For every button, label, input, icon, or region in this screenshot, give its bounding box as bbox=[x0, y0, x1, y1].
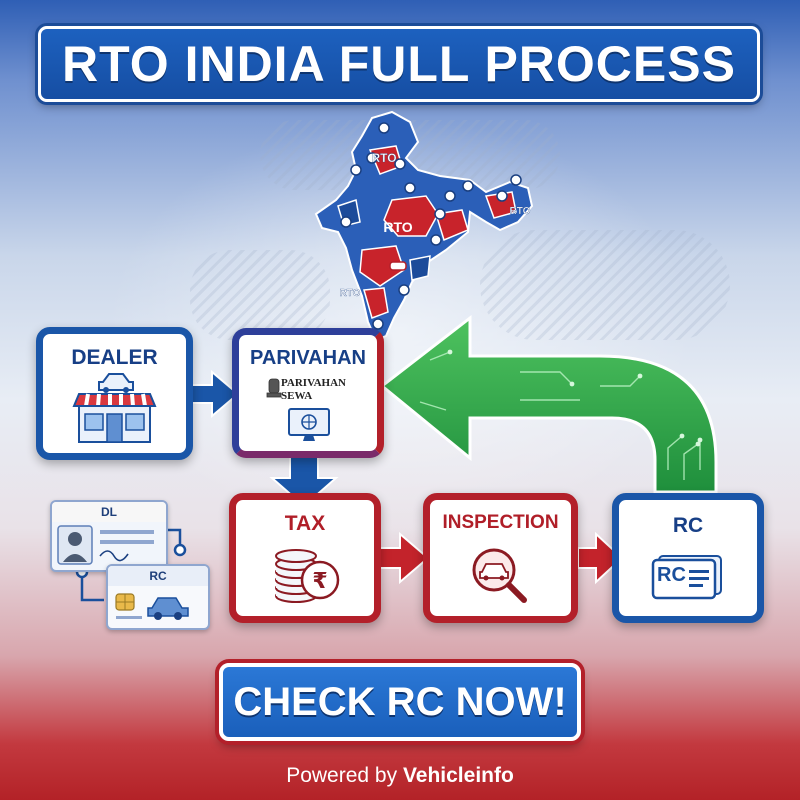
parivahan-sewa-logo: PARIVAHAN SEWA bbox=[281, 377, 346, 403]
tax-card: TAX ₹ bbox=[229, 493, 381, 623]
inspection-card: INSPECTION bbox=[423, 493, 578, 623]
rc-doc-label: RC bbox=[108, 566, 208, 586]
arrow-tax-to-inspection bbox=[379, 531, 430, 585]
rupee-icon: ₹ bbox=[300, 560, 340, 600]
dealer-label: DEALER bbox=[71, 346, 158, 369]
parivahan-card[interactable]: PARIVAHAN PARIVAHAN SEWA bbox=[232, 328, 384, 458]
map-stripes-left bbox=[190, 250, 330, 340]
footer-prefix: Powered by bbox=[286, 764, 398, 787]
monitor-icon bbox=[288, 408, 330, 441]
svg-text:₹: ₹ bbox=[312, 569, 327, 594]
rc-document: RC bbox=[106, 564, 210, 630]
map-pin-icon bbox=[340, 122, 522, 330]
inspection-label: INSPECTION bbox=[442, 512, 559, 533]
dl-document: DL bbox=[50, 500, 168, 572]
emblem-icon bbox=[266, 378, 282, 398]
arrow-parivahan-to-tax bbox=[269, 455, 339, 508]
map-stripes-right bbox=[480, 230, 730, 340]
person-icon bbox=[57, 525, 154, 565]
check-rc-now-label: CHECK RC NOW! bbox=[233, 679, 567, 724]
dl-label: DL bbox=[52, 502, 166, 522]
arrow-dealer-to-parivahan bbox=[191, 369, 240, 419]
parivahan-label: PARIVAHAN bbox=[250, 347, 366, 369]
rc-card-icon bbox=[651, 555, 722, 600]
tax-label: TAX bbox=[284, 512, 326, 535]
check-rc-now-button[interactable]: CHECK RC NOW! bbox=[219, 663, 581, 741]
rc-card-text: RC bbox=[657, 564, 686, 586]
india-map: RTO RTO RTO RTO bbox=[314, 110, 534, 342]
dealer-card: DEALER bbox=[36, 327, 193, 460]
rc-card[interactable]: RC RC bbox=[612, 493, 764, 623]
car-icon bbox=[98, 373, 134, 393]
map-rto-label: RTO bbox=[340, 288, 361, 299]
map-rto-label: RTO bbox=[383, 219, 412, 235]
parivahan-logo-line1: PARIVAHAN bbox=[281, 377, 346, 389]
arrow-inspection-to-rc bbox=[577, 531, 624, 585]
coin-stack-icon: ₹ bbox=[275, 549, 340, 603]
map-rto-label: RTO bbox=[510, 206, 531, 217]
page-title: RTO INDIA FULL PROCESS bbox=[62, 36, 736, 92]
title-banner: RTO INDIA FULL PROCESS bbox=[38, 26, 760, 102]
store-icon bbox=[72, 373, 157, 443]
footer: Powered by Vehicleinfo bbox=[0, 764, 800, 788]
map-rto-label: RTO bbox=[371, 151, 396, 165]
parivahan-logo-line2: SEWA bbox=[281, 390, 313, 402]
rc-label: RC bbox=[672, 514, 704, 537]
magnifier-car-icon bbox=[472, 548, 527, 603]
return-arrow bbox=[379, 314, 718, 494]
chip-icon bbox=[115, 593, 189, 620]
footer-brand: Vehicleinfo bbox=[402, 764, 514, 787]
